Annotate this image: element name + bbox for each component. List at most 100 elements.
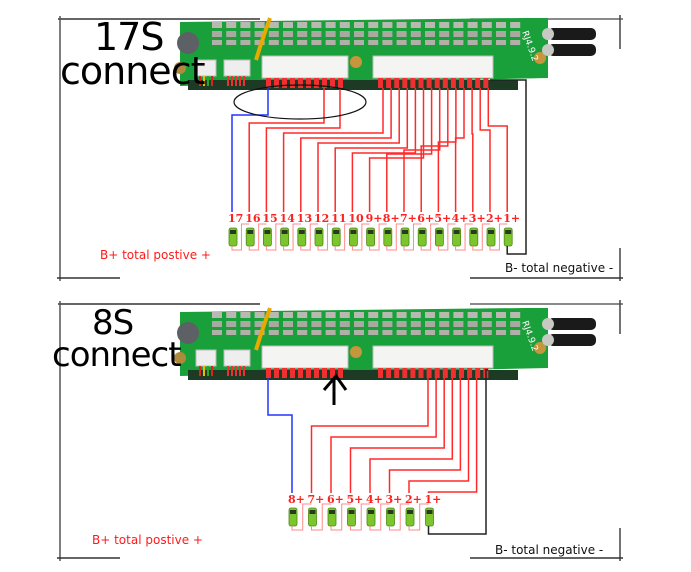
cell-label: 13 [297,212,312,225]
connector-pin [338,368,343,378]
resistor [339,321,350,327]
resistor [368,22,379,28]
resistor [368,31,379,37]
balance-wire [386,88,433,212]
resistor [510,312,521,318]
resistor [354,312,364,318]
resistor [240,40,251,45]
resistor [467,22,478,28]
resistor [481,22,492,28]
battery-cap [402,230,408,234]
connector-pin [298,368,303,378]
resistor [510,321,521,327]
annotation-arrowhead [322,373,348,391]
cell-label: 2+ [486,212,503,225]
resistor [439,40,450,45]
aux-connector [223,349,251,367]
ribbon-cable [254,17,272,61]
battery-cap [426,510,433,514]
connector-pin [410,78,416,88]
connector-pin [378,368,383,378]
resistor [254,31,265,37]
resistor [226,330,237,335]
connector-pin [266,78,271,88]
series-link [300,223,318,251]
battery-cap [387,510,394,514]
resistor [254,321,265,327]
resistor [254,22,265,28]
resistor [453,330,464,335]
ribbon-cable [254,307,272,351]
resistor [240,31,251,37]
resistor [425,40,435,45]
connector-pin [402,368,408,378]
temp-connector [195,349,217,367]
resistor [496,40,506,45]
resistor [212,321,222,327]
resistor [354,40,364,45]
connector-pin [426,78,432,88]
resistor [311,321,322,327]
title-connect: connect [52,335,182,375]
balance-connector-b [372,345,494,369]
resistor [453,312,464,318]
battery-cap [488,230,494,234]
resistor [396,312,407,318]
balance-wire [282,88,384,212]
b-minus-label: B- total negative - [505,261,614,275]
resistor [240,330,251,335]
resistor [396,40,407,45]
resistor [325,31,336,37]
connector-pin [314,368,319,378]
inductor [177,322,199,344]
brass-standoff [534,342,546,354]
connector-pin [483,78,489,88]
resistor [297,40,308,45]
wiring-diagram-8s: RJ4.9.28+7+6+5+4+3+2+1+ [57,300,623,561]
resistor [283,31,293,37]
resistor [325,330,336,335]
series-link [403,223,422,251]
resistor [453,22,464,28]
connector-pin [434,78,440,88]
resistor [425,312,435,318]
battery-cap [348,510,355,514]
series-link [350,503,370,531]
inductor [177,32,199,54]
series-link [330,503,351,531]
resistor [226,40,237,45]
balance-wire [317,88,400,212]
connector-pin [475,78,481,88]
balance-wire [454,88,465,212]
resistor [496,22,506,28]
resistor [410,22,421,28]
resistor [283,312,293,318]
series-link [386,223,404,251]
connector-pin [442,78,448,88]
resistor [268,22,279,28]
b-minus-wire [427,369,488,535]
cell-label: 3+ [386,493,403,506]
connector-pin [282,78,287,88]
resistor [268,330,279,335]
resistor [325,22,336,28]
cell-label: 2+ [405,493,422,506]
resistor [425,330,435,335]
connector-pin [322,368,327,378]
resistor [354,321,364,327]
resistor [240,312,251,318]
resistor [268,40,279,45]
battery-cap [309,510,316,514]
resistor [297,330,308,335]
temp-connector [195,59,217,77]
b-plus-wire [231,88,269,212]
resistor [425,22,435,28]
b-plus-label: B+ total postive + [92,533,203,547]
resistor [311,31,322,37]
resistor [410,40,421,45]
connector-pin [467,78,473,88]
resistor [212,40,222,45]
resistor [496,330,506,335]
